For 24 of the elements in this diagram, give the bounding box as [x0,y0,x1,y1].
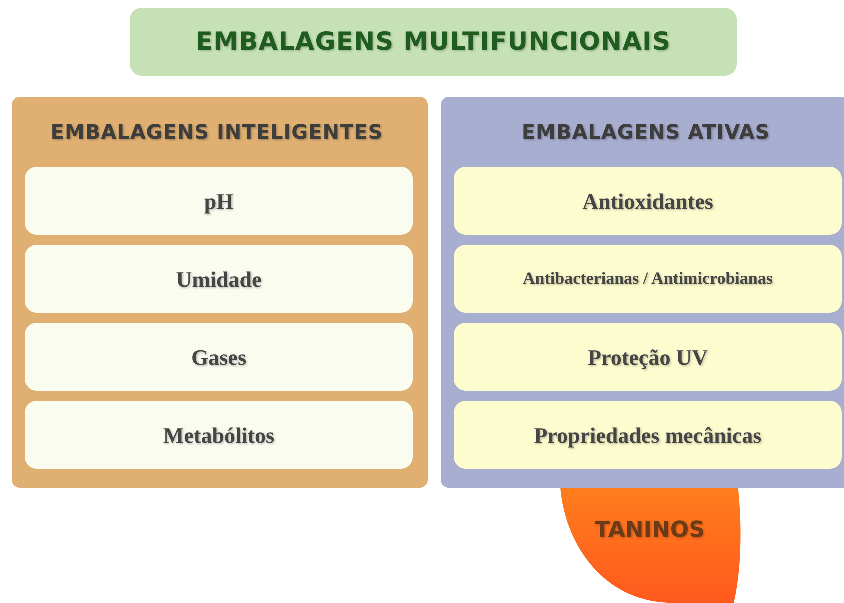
item-label: Antibacterianas / Antimicrobianas [523,268,773,290]
item-label: Antioxidantes [582,188,714,216]
item-card [454,323,842,391]
item-label: Gases [192,344,246,372]
category-panel [12,97,428,488]
item-label: Metabólitos [163,422,275,450]
item-label: Propriedades mecânicas [534,422,762,450]
item-card [25,167,413,235]
category-panel [441,97,844,488]
item-card [25,401,413,469]
item-card [25,323,413,391]
panel-heading: EMBALAGENS ATIVAS [522,119,770,146]
item-card [25,245,413,313]
item-label: pH [204,188,234,216]
panel-heading: EMBALAGENS INTELIGENTES [50,119,384,146]
blob-label: TANINOS [595,517,705,545]
item-label: Proteção UV [588,344,708,372]
title-banner [130,8,737,76]
title-text: EMBALAGENS MULTIFUNCIONAIS [196,26,672,58]
blob-shape [558,488,742,603]
item-card [454,245,842,313]
item-card [454,167,842,235]
item-label: Umidade [176,266,262,294]
item-card [454,401,842,469]
